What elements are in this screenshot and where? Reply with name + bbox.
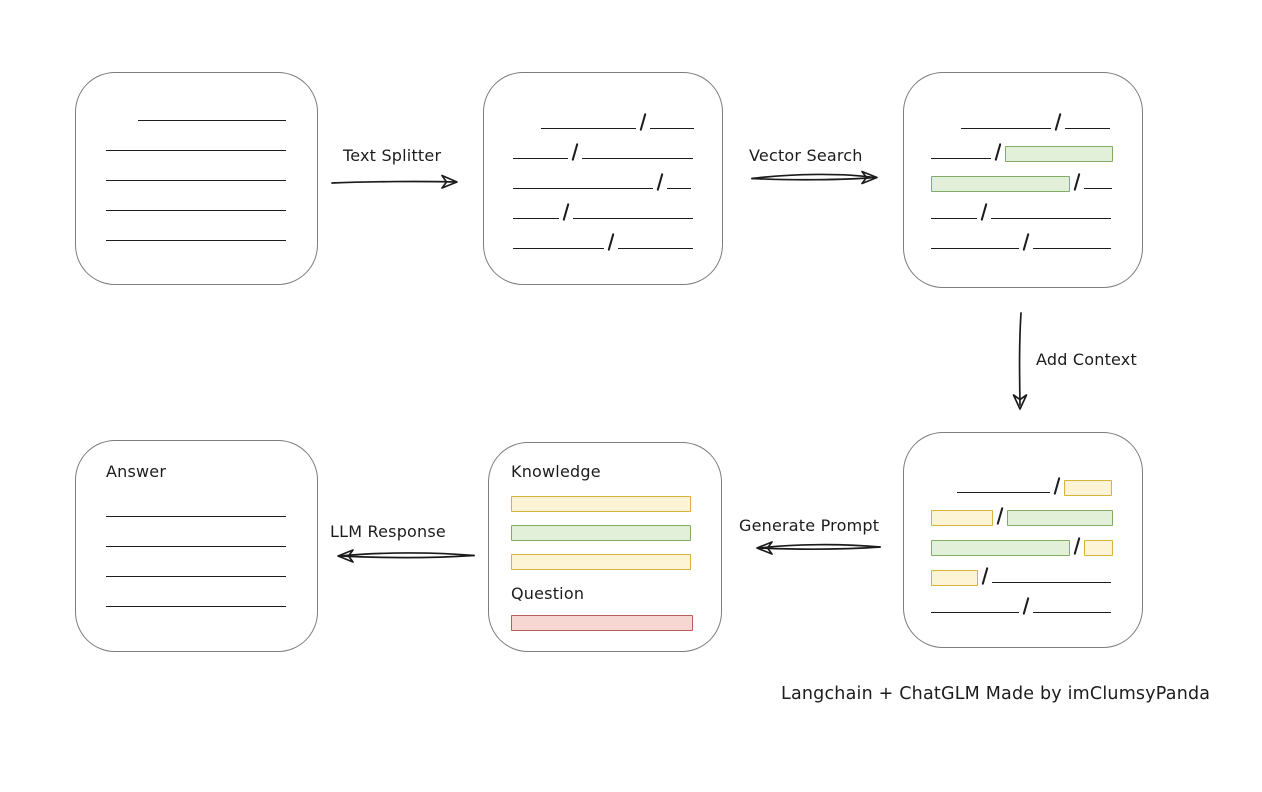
text-line [106, 210, 286, 211]
text-row [931, 523, 1142, 556]
text-line [513, 188, 653, 189]
text-row [931, 493, 1142, 526]
text-row [931, 463, 1142, 496]
green-highlight [931, 540, 1070, 556]
text-line [106, 180, 286, 181]
text-line [961, 128, 1051, 129]
generate-prompt-arrow [756, 541, 881, 555]
text-line [106, 516, 286, 517]
yellow-highlight [931, 510, 993, 526]
green-highlight [931, 176, 1070, 192]
text-row [931, 129, 1142, 162]
text-row [513, 99, 722, 131]
add-context-arrow [1012, 312, 1028, 410]
text-line [992, 582, 1111, 583]
text-line [1033, 248, 1111, 249]
text-row [106, 181, 317, 211]
text-line [513, 158, 568, 159]
text-line [106, 576, 286, 577]
text-row [106, 211, 317, 241]
chunk-lines [484, 73, 722, 251]
text-row [931, 99, 1142, 131]
question-label: Question [511, 584, 585, 603]
slash-mark [1022, 233, 1030, 251]
yellow-highlight [1084, 540, 1113, 556]
context-lines [904, 433, 1142, 615]
text-row [513, 129, 722, 161]
text-row [931, 219, 1142, 251]
text-line [138, 120, 286, 121]
text-row [931, 553, 1142, 586]
text-splitter-arrow [331, 174, 458, 189]
text-line [513, 218, 559, 219]
green-highlight [1007, 510, 1113, 526]
text-line [650, 128, 694, 129]
split-chunks-box [483, 72, 723, 285]
text-line [1084, 188, 1112, 189]
text-row [106, 151, 317, 181]
text-row [931, 159, 1142, 192]
text-line [1033, 612, 1111, 613]
green-highlight [1005, 146, 1113, 162]
vector-search-arrow [751, 170, 878, 185]
prompt-box: Knowledge Question [488, 442, 722, 652]
document-lines [76, 73, 317, 241]
text-line [991, 218, 1111, 219]
red-bar [511, 615, 693, 631]
retrieval-lines [904, 73, 1142, 251]
text-line [582, 158, 693, 159]
vector-search-label: Vector Search [749, 146, 863, 165]
add-context-label: Add Context [1036, 350, 1137, 369]
text-line [931, 158, 991, 159]
text-line [931, 612, 1019, 613]
text-row [106, 547, 317, 577]
slash-mark [1022, 597, 1030, 615]
llm-response-arrow [337, 549, 475, 563]
credit-caption: Langchain + ChatGLM Made by imClumsyPand… [781, 684, 1211, 704]
yellow-bar [511, 554, 691, 570]
answer-lines [106, 487, 317, 607]
knowledge-bars [511, 496, 721, 570]
vector-matches-box [903, 72, 1143, 288]
text-line [667, 188, 691, 189]
text-line [513, 248, 604, 249]
text-row [106, 517, 317, 547]
question-bars [511, 615, 721, 631]
knowledge-label: Knowledge [511, 462, 601, 481]
yellow-highlight [931, 570, 978, 586]
green-bar [511, 525, 691, 541]
text-line [106, 606, 286, 607]
yellow-bar [511, 496, 691, 512]
text-row [513, 219, 722, 251]
text-row [106, 91, 317, 121]
text-line [1065, 128, 1110, 129]
text-row [106, 121, 317, 151]
llm-response-label: LLM Response [330, 522, 446, 541]
text-line [106, 150, 286, 151]
answer-box: Answer [75, 440, 318, 652]
text-line [106, 546, 286, 547]
text-row [106, 487, 317, 517]
generate-prompt-label: Generate Prompt [739, 516, 880, 535]
document-box [75, 72, 318, 285]
text-splitter-label: Text Splitter [343, 146, 442, 165]
text-line [541, 128, 636, 129]
text-line [573, 218, 693, 219]
text-row [106, 577, 317, 607]
text-line [957, 492, 1050, 493]
text-line [106, 240, 286, 241]
text-row [513, 189, 722, 221]
slash-mark [607, 233, 615, 251]
context-box [903, 432, 1143, 648]
text-row [931, 189, 1142, 221]
yellow-highlight [1064, 480, 1112, 496]
text-line [618, 248, 693, 249]
text-row [931, 583, 1142, 615]
text-line [931, 218, 977, 219]
answer-label: Answer [106, 462, 167, 481]
text-line [931, 248, 1019, 249]
text-row [513, 159, 722, 191]
